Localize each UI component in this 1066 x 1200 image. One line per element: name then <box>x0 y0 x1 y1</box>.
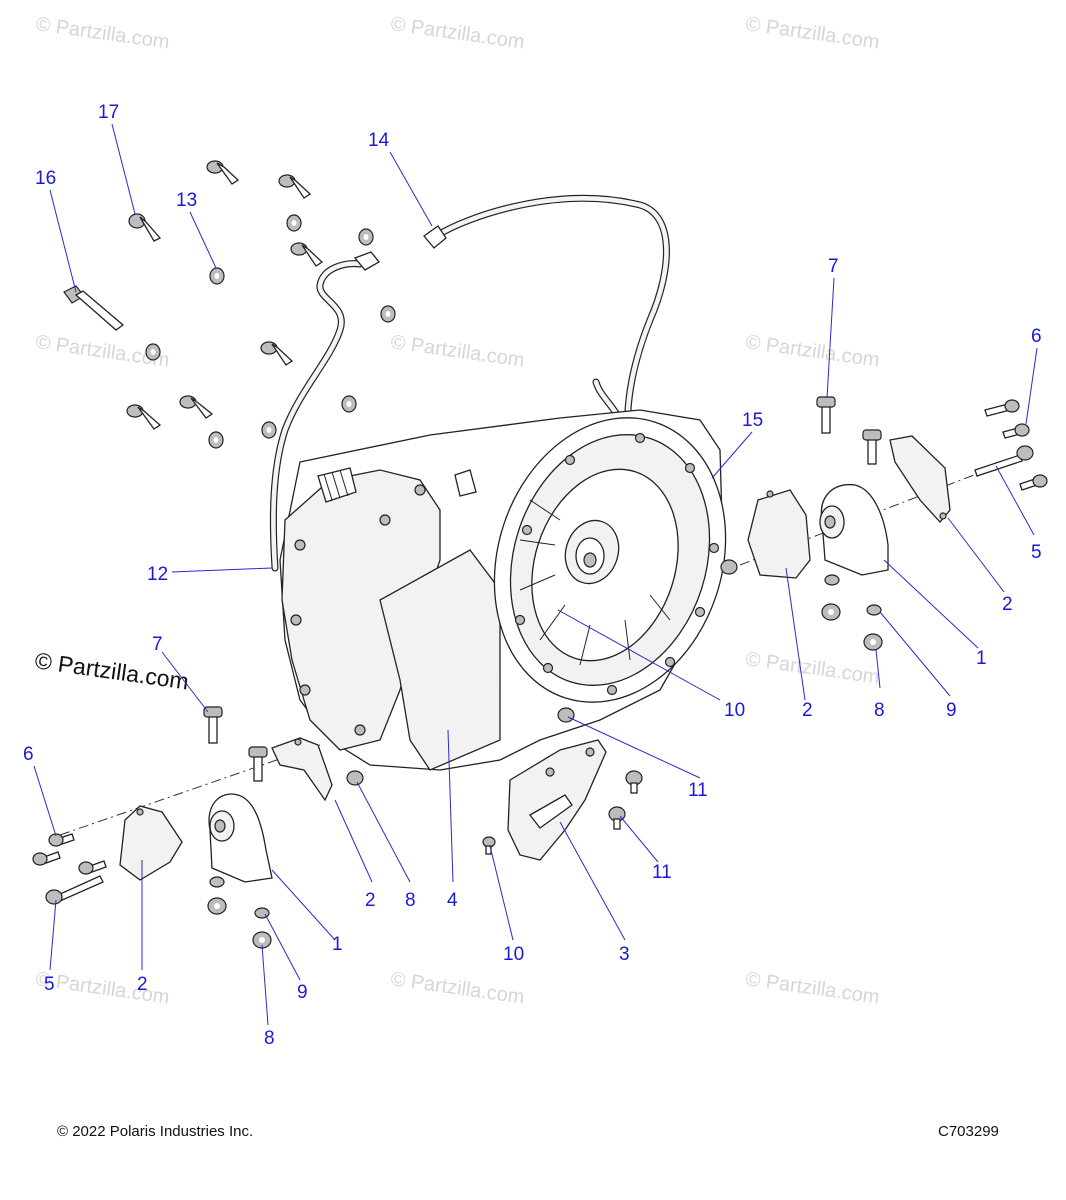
callout-10[interactable]: 10 <box>503 944 524 965</box>
callout-2[interactable]: 2 <box>802 700 813 721</box>
callout-10[interactable]: 10 <box>724 700 745 721</box>
right-mount-assembly <box>557 396 1048 723</box>
footer: © 2022 Polaris Industries Inc. C703299 <box>57 1123 999 1140</box>
callout-2[interactable]: 2 <box>137 974 148 995</box>
washers <box>145 214 396 449</box>
watermark: © Partzilla.com <box>744 13 881 54</box>
watermark: © Partzilla.com <box>34 968 171 1009</box>
watermark: © Partzilla.com <box>389 13 526 54</box>
left-mount-assembly <box>32 706 364 949</box>
leader-lines <box>33 123 1038 1026</box>
bolt-16-illustration <box>63 285 125 331</box>
callout-13[interactable]: 13 <box>176 190 197 211</box>
callout-6[interactable]: 6 <box>23 744 34 765</box>
callout-9[interactable]: 9 <box>297 982 308 1003</box>
bracket-3-illustration <box>482 739 643 861</box>
bolt-17-illustration <box>128 213 162 242</box>
callout-6[interactable]: 6 <box>1031 326 1042 347</box>
callout-5[interactable]: 5 <box>44 974 55 995</box>
copyright-text: © 2022 Polaris Industries Inc. <box>57 1123 253 1140</box>
watermark: © Partzilla.com <box>34 13 171 54</box>
watermark: © Partzilla.com <box>744 331 881 372</box>
watermark-prominent: © Partzilla.com <box>33 647 190 694</box>
callout-12[interactable]: 12 <box>147 564 168 585</box>
callout-17[interactable]: 17 <box>98 102 119 123</box>
callout-14[interactable]: 14 <box>368 130 390 151</box>
callout-8[interactable]: 8 <box>264 1028 275 1049</box>
watermark: © Partzilla.com <box>744 648 881 689</box>
callout-2[interactable]: 2 <box>1002 594 1013 615</box>
watermark: © Partzilla.com <box>744 968 881 1009</box>
callout-15[interactable]: 15 <box>742 410 763 431</box>
callout-7[interactable]: 7 <box>828 256 839 277</box>
callout-1[interactable]: 1 <box>976 648 987 669</box>
callouts: 17 16 13 14 7 6 15 5 2 1 12 10 2 8 9 7 1… <box>23 102 1042 1049</box>
callout-9[interactable]: 9 <box>946 700 957 721</box>
callout-16[interactable]: 16 <box>35 168 56 189</box>
vent-hoses <box>269 195 670 572</box>
transmission-housing <box>279 409 727 771</box>
callout-8[interactable]: 8 <box>405 890 416 911</box>
watermark: © Partzilla.com <box>389 331 526 372</box>
diagram-code: C703299 <box>938 1123 999 1140</box>
callout-11[interactable]: 11 <box>652 862 672 883</box>
callout-11[interactable]: 11 <box>688 780 708 801</box>
callout-5[interactable]: 5 <box>1031 542 1042 563</box>
bell-housing <box>493 417 727 703</box>
callout-3[interactable]: 3 <box>619 944 630 965</box>
loose-fasteners <box>63 160 396 449</box>
short-bolts <box>126 160 324 430</box>
watermark: © Partzilla.com <box>389 968 526 1009</box>
callout-4[interactable]: 4 <box>447 890 458 911</box>
callout-7[interactable]: 7 <box>152 634 163 655</box>
callout-2[interactable]: 2 <box>365 890 376 911</box>
callout-1[interactable]: 1 <box>332 934 343 955</box>
callout-8[interactable]: 8 <box>874 700 885 721</box>
